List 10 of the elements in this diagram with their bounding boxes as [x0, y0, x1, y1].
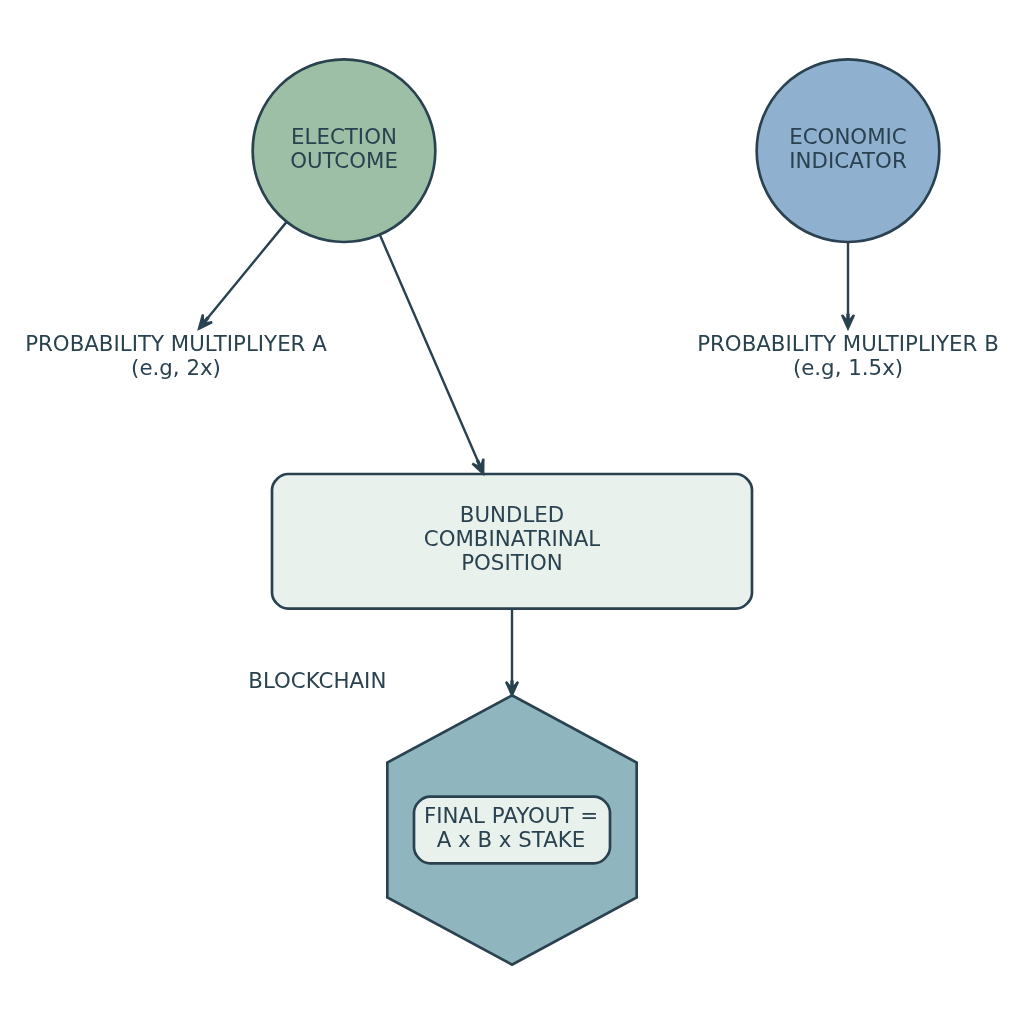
- arrow: [840, 242, 856, 330]
- arrow: [197, 221, 288, 330]
- node-box: BUNDLED COMBINATRINAL POSITION: [270, 472, 754, 610]
- node-text: PROBABILITY MULTIPLIYER B (e.g, 1.5x): [697, 331, 999, 381]
- node-label: BLOCKCHAIN: [248, 668, 387, 694]
- node-circle: ELECTION OUTCOME: [251, 58, 437, 244]
- node-circle: ECONOMIC INDICATOR: [755, 58, 941, 244]
- arrow: [378, 234, 485, 475]
- node-text: PROBABILITY MULTIPLIYER A (e.g, 2x): [25, 331, 327, 381]
- arrow: [504, 609, 520, 697]
